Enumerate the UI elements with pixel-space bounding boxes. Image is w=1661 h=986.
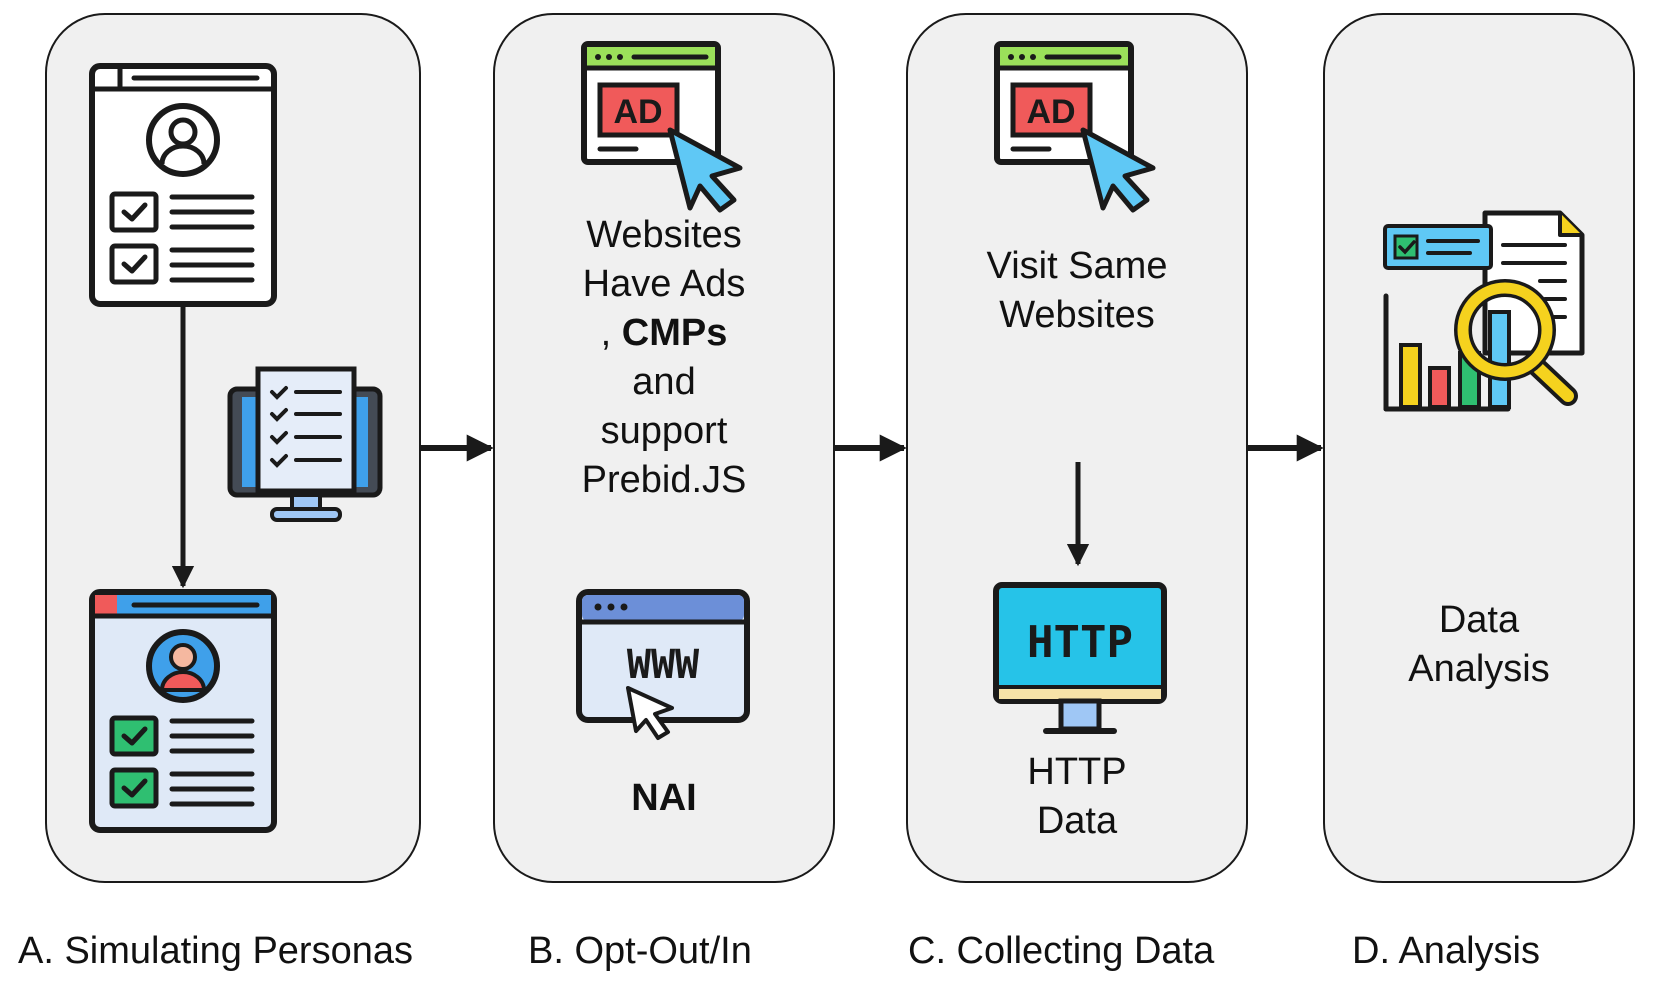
panel-b-line-3: , CMPs: [493, 309, 835, 358]
analysis-line-1: Data: [1438, 599, 1520, 641]
caption-opt-out-in: B. Opt-Out/In: [528, 930, 752, 972]
caption-simulating-personas: A. Simulating Personas: [18, 930, 413, 972]
panel-b-comma: ,: [600, 312, 612, 354]
ad-badge: AD: [1026, 93, 1075, 131]
www-label: WWW: [627, 642, 700, 688]
visit-line-2: Websites: [999, 294, 1155, 336]
ad-click-icon: AD: [581, 41, 743, 213]
panel-b-line-5: support: [600, 410, 728, 452]
persona-profile-color-icon: [89, 589, 277, 833]
panel-b-description: Websites Have Ads , CMPs and support Pre…: [493, 211, 835, 505]
checklist-monitor-icon: [227, 366, 383, 522]
panel-d-text: Data Analysis: [1323, 596, 1635, 694]
http-line-1: HTTP: [1027, 751, 1127, 793]
cmps-label: CMPs: [621, 312, 728, 354]
panel-b-line-4: and: [632, 361, 696, 403]
panel-b-line-6: Prebid.JS: [581, 459, 747, 501]
www-browser-icon: WWW: [576, 589, 750, 740]
analysis-line-2: Analysis: [1408, 648, 1550, 690]
ad-badge: AD: [613, 93, 662, 131]
http-line-2: Data: [1036, 800, 1118, 842]
panel-b-line-1: Websites: [586, 214, 742, 256]
caption-analysis: D. Analysis: [1352, 930, 1540, 972]
ad-click-icon: AD: [994, 41, 1156, 213]
visit-line-1: Visit Same: [986, 245, 1168, 287]
monitor-label: HTTP: [1027, 617, 1133, 668]
panel-analysis: [1323, 13, 1635, 883]
panel-c-visit-text: Visit Same Websites: [906, 242, 1248, 340]
persona-profile-outline-icon: [89, 63, 277, 307]
nai-label: NAI: [631, 777, 697, 819]
report-analysis-icon: [1383, 210, 1585, 412]
panel-b-line-2: Have Ads: [582, 263, 746, 305]
panel-c-http-text: HTTP Data: [906, 748, 1248, 846]
http-monitor-icon: HTTP: [993, 582, 1167, 734]
caption-collecting-data: C. Collecting Data: [908, 930, 1215, 972]
